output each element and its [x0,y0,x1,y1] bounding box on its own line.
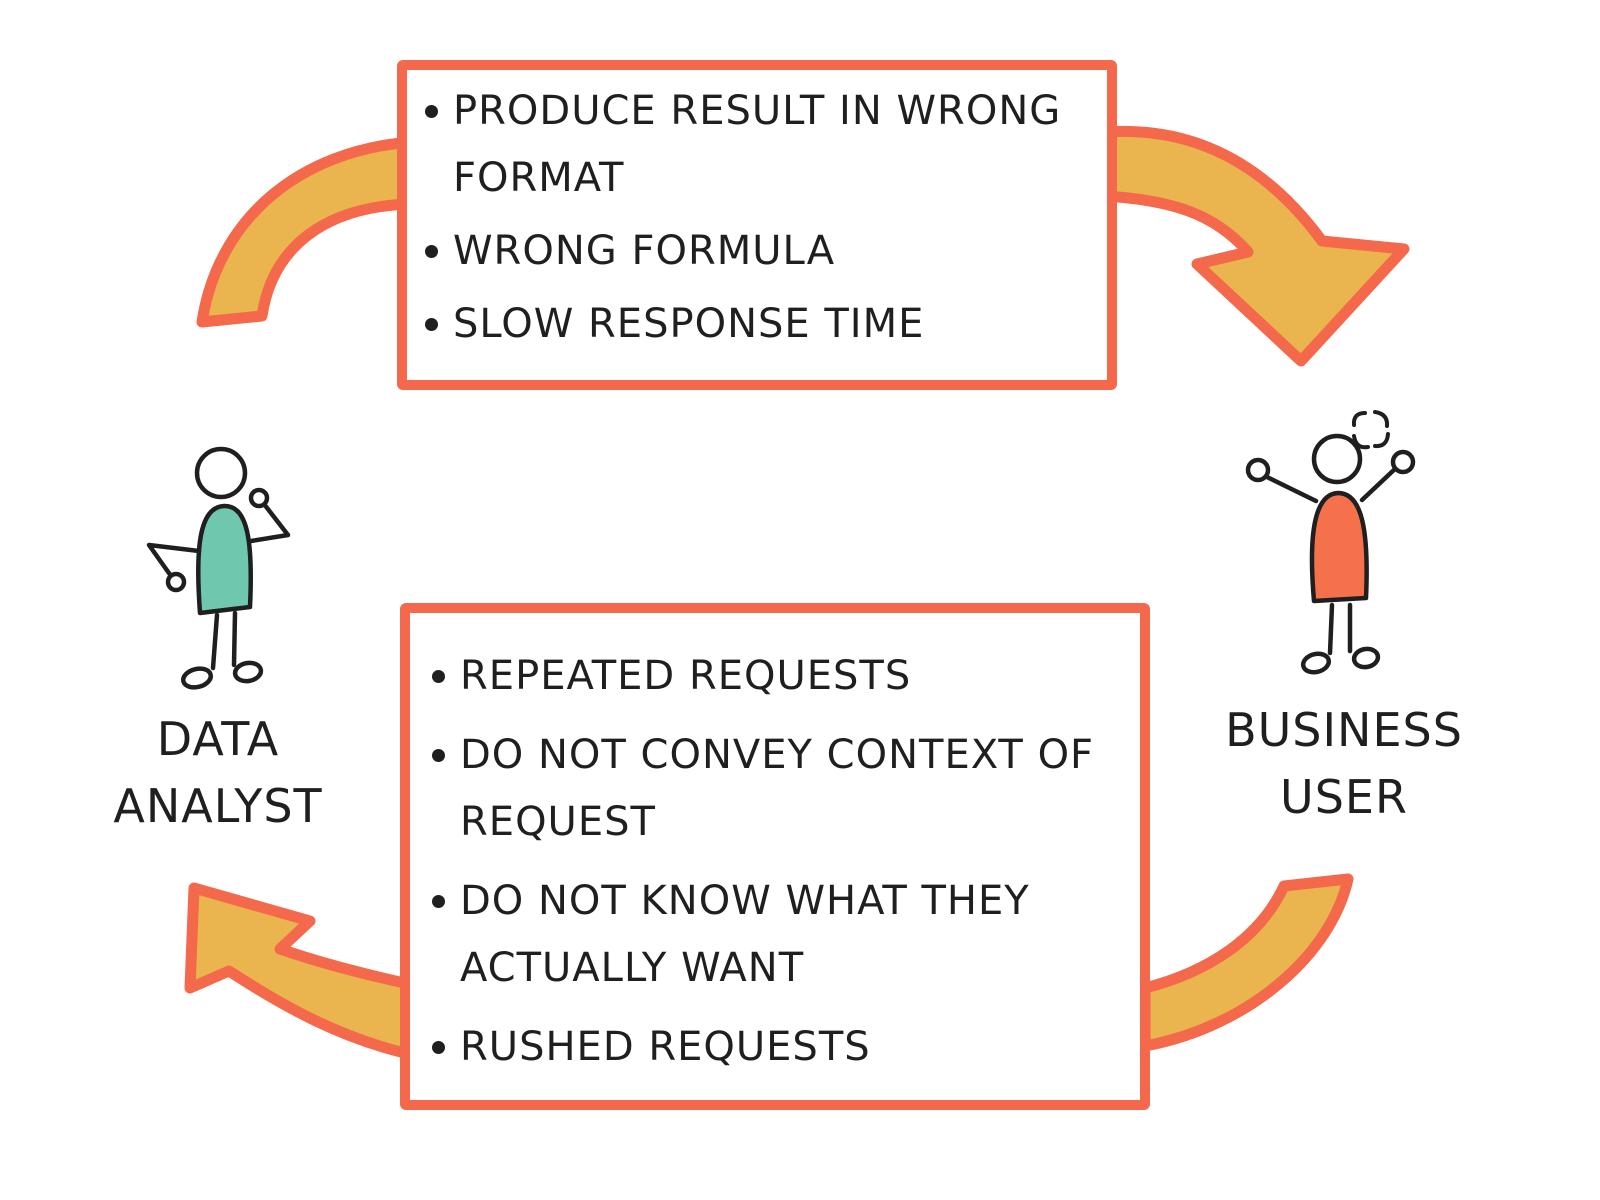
actor-label-line: BUSINESS [1225,703,1463,757]
actor-label-line: USER [1280,770,1408,824]
user-head [1311,433,1363,485]
bullet-item: REPEATED REQUESTS [430,643,1140,710]
analyst-foot-left [180,666,214,690]
bullet-item: DO NOT KNOW WHAT THEY ACTUALLY WANT [430,868,1140,1002]
bullet-item: DO NOT CONVEY CONTEXT OF REQUEST [430,722,1140,856]
business-user-label: BUSINESS USER [1164,697,1524,831]
analyst-arm-right [248,501,291,544]
business-user-figure [1245,410,1416,675]
bullet-line: ACTUALLY WANT [460,945,805,991]
user-arm-left [1264,474,1319,504]
bullet-line: REPEATED REQUESTS [460,653,912,699]
analyst-arm-left [146,542,202,579]
analyst-leg-right [231,610,238,668]
bullet-dot [425,318,438,331]
bullet-line: SLOW RESPONSE TIME [453,301,925,347]
analyst-to-user-issues-box: PRODUCE RESULT IN WRONG FORMAT WRONG FOR… [397,60,1117,390]
bullet-item: WRONG FORMULA [423,218,1107,285]
bullet-line: REQUEST [460,799,656,845]
analyst-hand-right [248,487,270,509]
user-foot-right [1351,646,1381,670]
anger-mark-icon [1351,410,1390,450]
bullet-line: WRONG FORMULA [453,228,836,274]
arrow-analyst-to-topbox [196,136,418,328]
user-hand-right [1390,449,1416,475]
analyst-foot-right [232,660,264,684]
arrow-topbox-to-user-icon [1099,125,1410,367]
bullet-line: DO NOT CONVEY CONTEXT OF [460,732,1095,778]
bullet-dot [432,670,445,683]
actor-label-line: DATA [156,712,280,766]
user-leg-left [1327,602,1335,656]
bullet-item: PRODUCE RESULT IN WRONG FORMAT [423,78,1107,212]
bullet-line: PRODUCE RESULT IN WRONG [453,88,1062,134]
user-arm-right [1359,465,1399,503]
bullet-dot [432,1041,445,1054]
user-torso [1309,490,1369,604]
analyst-leg-left [210,612,220,671]
analyst-head [194,446,248,500]
bullet-line: DO NOT KNOW WHAT THEY [460,878,1030,924]
actor-label-line: ANALYST [113,779,323,833]
user-to-analyst-issues-box: REPEATED REQUESTS DO NOT CONVEY CONTEXT … [400,603,1150,1110]
bullet-item: RUSHED REQUESTS [430,1014,1140,1081]
user-to-analyst-issues-list: REPEATED REQUESTS DO NOT CONVEY CONTEXT … [410,613,1140,1081]
user-foot-left [1300,651,1332,675]
bullet-dot [425,245,438,258]
arrow-user-to-bottombox [1139,873,1354,1052]
analyst-hand-left [165,571,187,593]
bullet-dot [432,749,445,762]
analyst-torso [196,503,254,616]
data-analyst-label: DATA ANALYST [38,706,398,840]
bullet-line: RUSHED REQUESTS [460,1024,871,1070]
data-analyst-figure [146,446,291,690]
user-hand-left [1245,457,1271,483]
bullet-item: SLOW RESPONSE TIME [423,291,1107,358]
bullet-line: FORMAT [453,155,625,201]
arrow-bottombox-to-analyst-icon [184,882,424,1062]
bullet-dot [425,105,438,118]
bullet-dot [432,895,445,908]
analyst-to-user-issues-list: PRODUCE RESULT IN WRONG FORMAT WRONG FOR… [407,70,1107,358]
